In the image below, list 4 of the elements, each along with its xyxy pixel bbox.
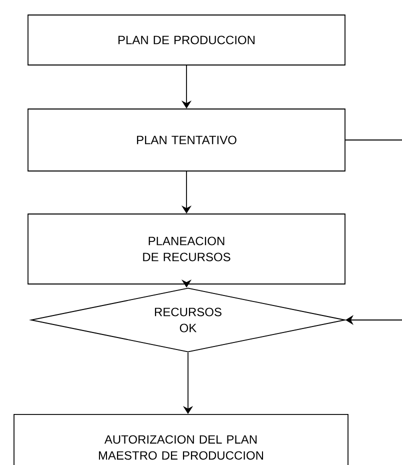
process-box: PLAN TENTATIVO [28, 108, 346, 172]
process-box: PLANEACION DE RECURSOS [28, 214, 346, 284]
process-box: PLAN DE PRODUCCION [28, 14, 346, 66]
process-box: AUTORIZACION DEL PLAN MAESTRO DE PRODUCCION [14, 414, 348, 465]
